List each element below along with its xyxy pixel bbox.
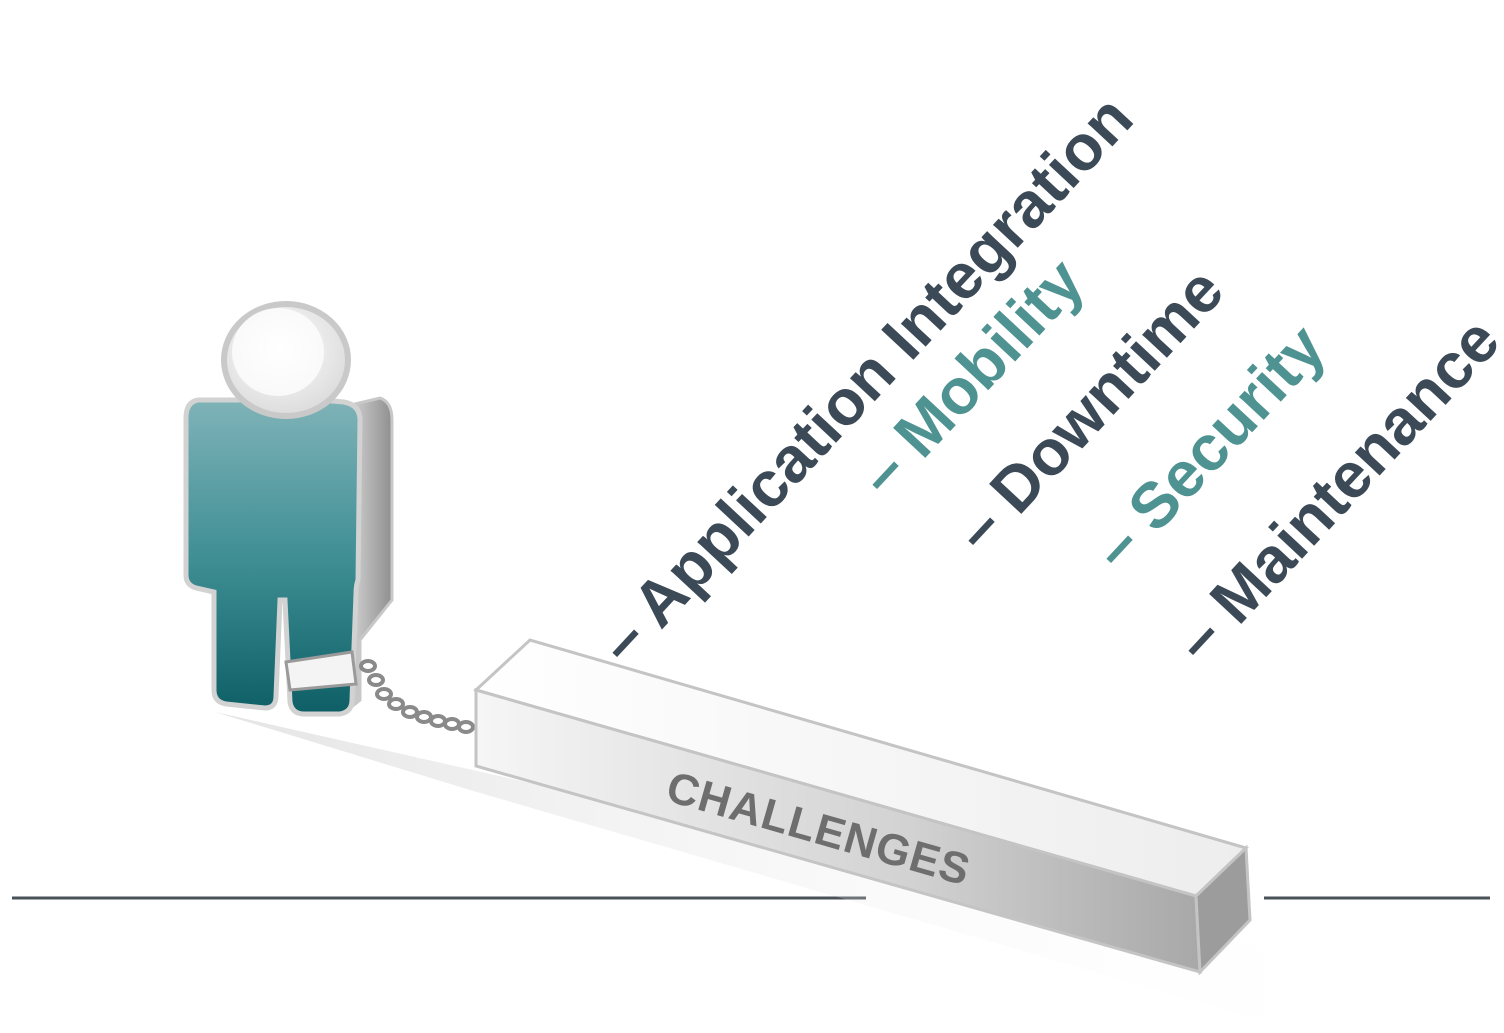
challenge-labels: – Application Integration – Mobility – D… — [584, 81, 1504, 677]
challenges-bar: CHALLENGES — [473, 638, 1252, 976]
figure-head-highlight — [232, 308, 324, 396]
chain — [359, 659, 475, 734]
ankle-shackle — [284, 650, 358, 692]
label-application-integration: – Application Integration — [584, 81, 1147, 677]
figure-body — [183, 397, 363, 717]
person-figure — [183, 301, 394, 717]
bar-end-face — [1194, 844, 1252, 976]
